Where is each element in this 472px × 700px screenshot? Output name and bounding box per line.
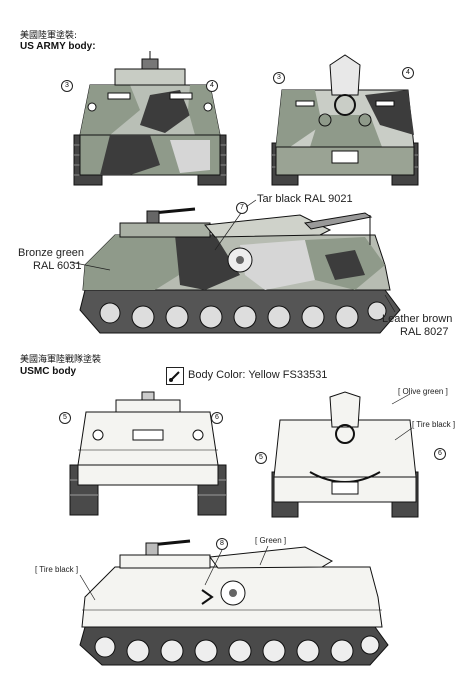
army-front-view <box>73 51 227 186</box>
callout-5-usmc-front: 5 <box>59 412 71 424</box>
bronze-green-label-line1: Bronze green <box>18 247 85 259</box>
callout-7-army-side: 7 <box>236 202 248 214</box>
us-army-chinese-heading: 美國陸軍塗裝: <box>20 31 78 41</box>
tire-black-label-side: [ Tire black ] <box>35 565 79 574</box>
olive-green-label: [ Olive green ] <box>398 387 448 396</box>
callout-6-usmc-front: 6 <box>211 412 223 424</box>
tire-black-label-rear: [ Tire black ] <box>412 420 456 429</box>
usmc-heading: USMC body <box>20 366 77 377</box>
body-color-label: Body Color: Yellow FS33531 <box>188 369 328 381</box>
tar-black-label: Tar black RAL 9021 <box>257 193 353 205</box>
callout-4-army-rear: 4 <box>402 67 414 79</box>
usmc-front-view <box>69 391 227 516</box>
callout-5-usmc-rear: 5 <box>255 452 267 464</box>
callout-6-usmc-rear: 6 <box>434 448 446 460</box>
usmc-side-view <box>79 539 389 666</box>
callout-8-usmc-side: 8 <box>216 538 228 550</box>
callout-3-army-rear: 3 <box>273 72 285 84</box>
leather-brown-label-line1: Leather brown <box>382 313 453 325</box>
army-side-view <box>79 207 401 334</box>
callout-4-army-front: 4 <box>206 80 218 92</box>
army-rear-view <box>271 54 419 186</box>
usmc-rear-view <box>271 391 419 518</box>
usmc-chinese-heading: 美國海軍陸戰隊塗裝 <box>20 355 102 365</box>
bronze-green-label-line2: RAL 6031 <box>33 260 82 272</box>
paint-brush-icon <box>166 367 184 385</box>
callout-3-army-front: 3 <box>61 80 73 92</box>
us-army-heading: US ARMY body: <box>20 41 96 52</box>
leather-brown-label-line2: RAL 8027 <box>400 326 449 338</box>
green-label: [ Green ] <box>255 536 287 545</box>
